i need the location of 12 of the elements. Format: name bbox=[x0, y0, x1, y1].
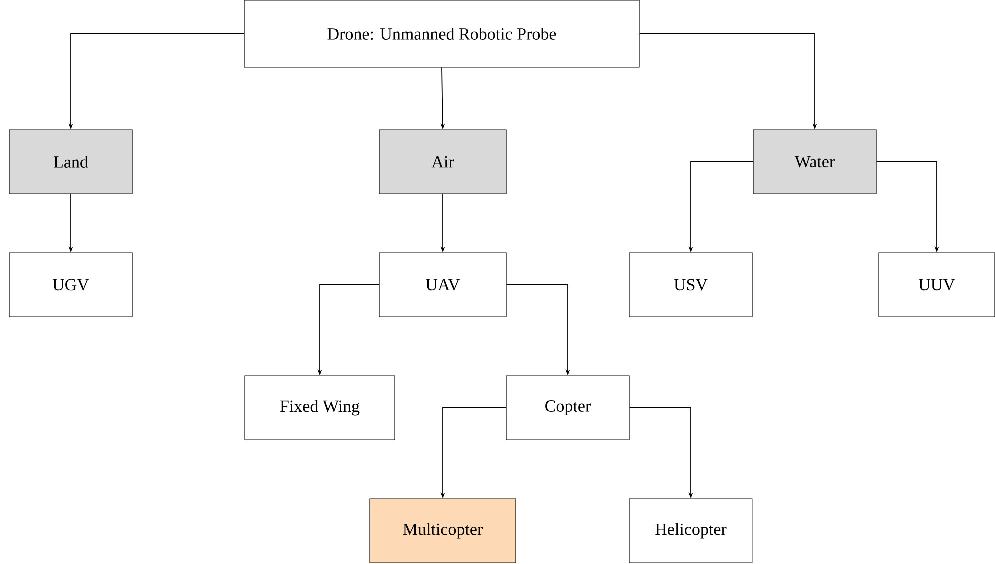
box: UUV bbox=[878, 252, 995, 318]
box: Water bbox=[753, 130, 877, 194]
box: Air bbox=[379, 130, 507, 194]
box: Drone: Unmanned Robotic Probe bbox=[244, 0, 640, 68]
box: Multicopter bbox=[370, 498, 516, 564]
box: Helicopter bbox=[629, 498, 753, 564]
box: Fixed Wing bbox=[244, 376, 396, 440]
box: UGV bbox=[9, 252, 133, 318]
box: USV bbox=[629, 252, 753, 318]
box: UAV bbox=[379, 252, 507, 318]
box: Land bbox=[9, 130, 133, 194]
box: Copter bbox=[506, 376, 630, 440]
